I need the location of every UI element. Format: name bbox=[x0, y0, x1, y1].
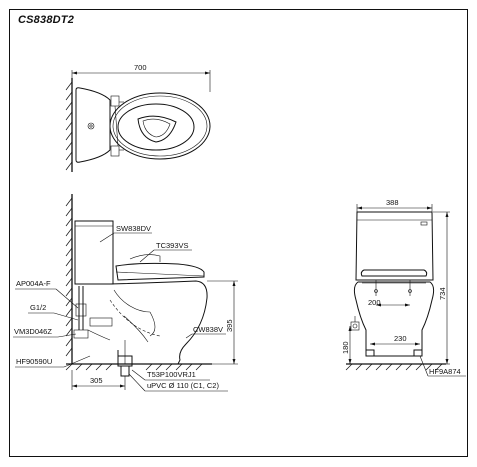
drawing-frame bbox=[9, 9, 468, 457]
label-supply: G1/2 bbox=[30, 303, 46, 312]
side-view: 395 305 SW838DV TC393VS CW838V AP004A-F … bbox=[13, 194, 238, 392]
front-view: 388 734 200 2 bbox=[341, 198, 466, 377]
top-view: 700 bbox=[65, 63, 211, 172]
model-title: CS838DT2 bbox=[18, 14, 75, 26]
label-floor-flange: HF90590U bbox=[16, 357, 52, 366]
wall-to-center-dim: 305 bbox=[90, 376, 103, 385]
label-trap: T53P100VRJ1 bbox=[147, 370, 196, 379]
label-tank: SW838DV bbox=[116, 224, 151, 233]
front-outlet-dim: 230 bbox=[394, 334, 407, 343]
label-valve-assy: AP004A-F bbox=[16, 279, 51, 288]
front-height-dim: 734 bbox=[438, 287, 447, 300]
label-seat: TC393VS bbox=[156, 241, 189, 250]
label-angle-valve: VM3D046Z bbox=[14, 327, 52, 336]
label-bowl: CW838V bbox=[193, 325, 223, 334]
side-height-dim: 395 bbox=[225, 319, 234, 332]
front-inlet-height-dim: 180 bbox=[341, 341, 350, 354]
label-anchor: HF9A874 bbox=[429, 367, 461, 376]
label-pipe: uPVC Ø 110 (C1, C2) bbox=[147, 381, 219, 390]
front-width-dim: 388 bbox=[386, 198, 399, 207]
front-floor-gap-dim: 200 bbox=[368, 298, 381, 307]
top-width-dim: 700 bbox=[134, 63, 147, 72]
